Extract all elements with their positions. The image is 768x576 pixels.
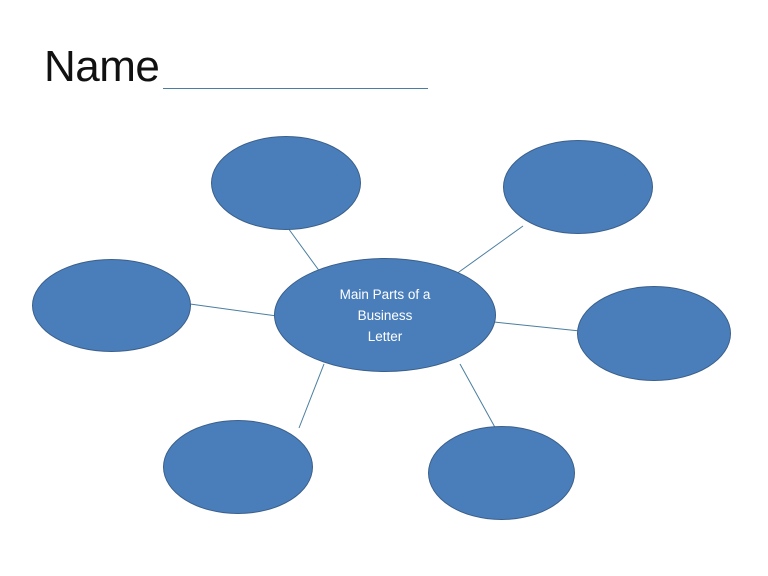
node-center[interactable]: Main Parts of a Business Letter <box>274 258 496 372</box>
node-left[interactable] <box>32 259 191 352</box>
title-block: Name <box>44 42 444 100</box>
connector-center-right <box>493 321 581 332</box>
node-bottom-right[interactable] <box>428 426 575 520</box>
node-bottom-left[interactable] <box>163 420 313 514</box>
connector-center-top-left <box>287 227 324 277</box>
node-top-right[interactable] <box>503 140 653 234</box>
node-top-left[interactable] <box>211 136 361 230</box>
connector-center-bottom-left <box>298 363 325 429</box>
connector-center-top-right <box>451 225 524 278</box>
name-fill-in-rule <box>163 88 428 89</box>
connector-center-bottom-right <box>459 363 498 432</box>
node-right[interactable] <box>577 286 731 381</box>
connector-center-left <box>189 303 278 317</box>
page-title: Name <box>44 42 160 91</box>
node-center-label: Main Parts of a Business Letter <box>339 286 431 344</box>
